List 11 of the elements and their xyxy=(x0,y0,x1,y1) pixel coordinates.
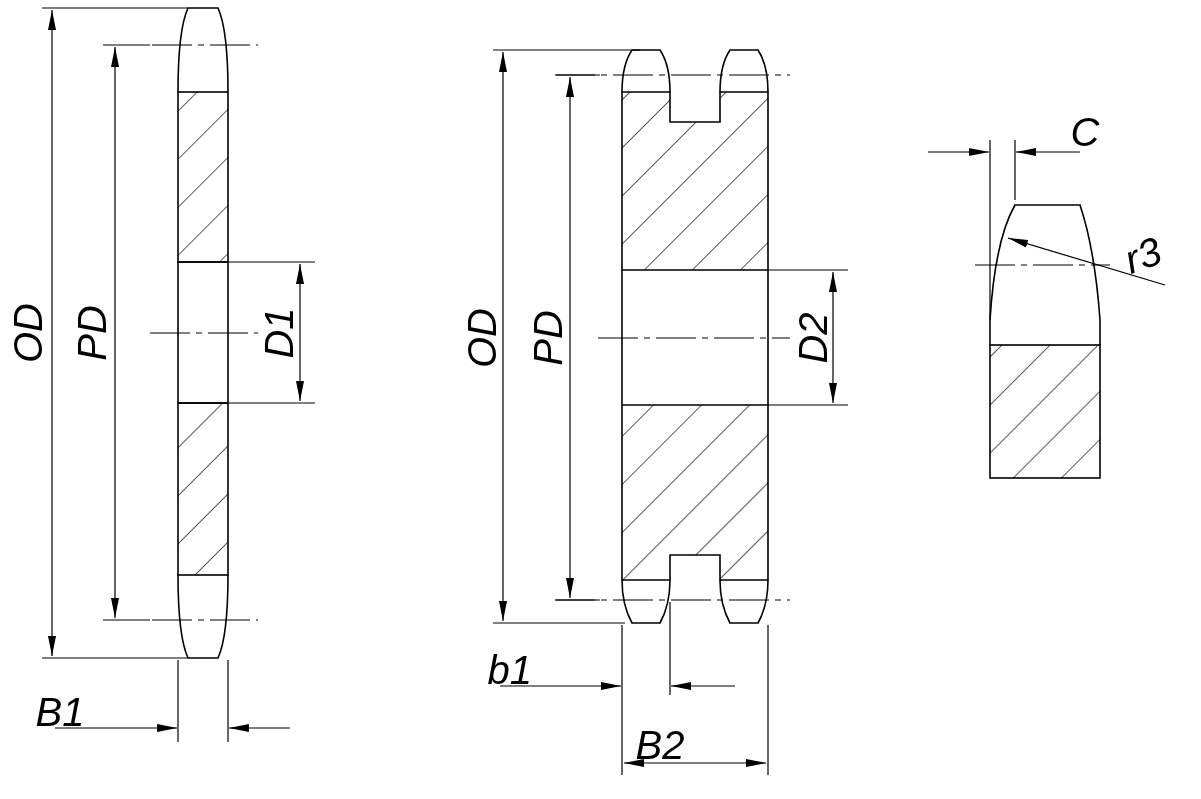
dimension-label: OD xyxy=(462,308,502,368)
dimension-label: D1 xyxy=(258,307,299,359)
dimension-label: r3 xyxy=(1119,230,1167,280)
dimension-label: OD xyxy=(8,303,48,363)
dimension-label: C xyxy=(1070,112,1100,152)
dimension-label: B2 xyxy=(635,725,685,765)
dimension-label: b1 xyxy=(487,650,532,690)
dimension-label: B1 xyxy=(35,692,85,732)
dimension-label: D2 xyxy=(792,312,833,364)
dimension-label: PD xyxy=(71,305,112,361)
dimension-label: PD xyxy=(527,310,568,366)
